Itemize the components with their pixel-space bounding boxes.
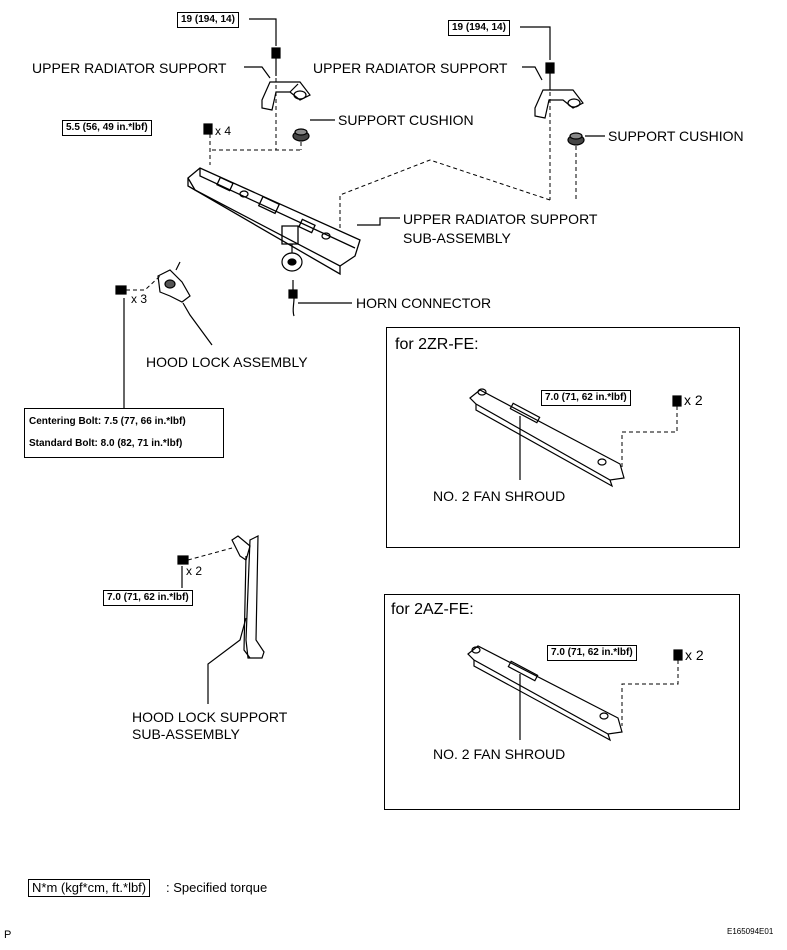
page-marker: P [4, 929, 12, 941]
legend-text: : Specified torque [166, 880, 268, 895]
torque-hood-support: 7.0 (71, 62 in.*lbf) [103, 590, 193, 606]
fan-shroud-2az [467, 645, 623, 742]
leader-top-left-torque [249, 18, 277, 46]
mult-shroud-2zr: x 2 [684, 392, 703, 408]
leader-upper-support-right [522, 66, 543, 81]
hood-lock-support [231, 535, 265, 659]
torque-bracket: 5.5 (56, 49 in.*lbf) [62, 120, 152, 136]
bolt-top-right [545, 62, 555, 90]
torque-top-left: 19 (194, 14) [177, 12, 239, 28]
torque-shroud-2zr: 7.0 (71, 62 in.*lbf) [541, 390, 631, 406]
mult-bracket: x 4 [215, 124, 232, 138]
bolt-bracket [203, 123, 213, 135]
torque-top-right: 19 (194, 14) [448, 20, 510, 36]
panel-2az-fe: for 2AZ-FE: 7.0 (71, 62 in.*lbf) x 2 NO.… [384, 594, 740, 810]
label-sub-assembly-2: SUB-ASSEMBLY [403, 230, 511, 246]
label-fan-shroud-2az: NO. 2 FAN SHROUD [433, 746, 566, 762]
panel-2zr-fe: for 2ZR-FE: 7.0 (71, 62 in.*lbf) x 2 NO.… [386, 327, 740, 548]
upper-support-bracket-left [261, 81, 311, 111]
upper-support-bracket-right [534, 89, 584, 119]
upper-radiator-support-beam [187, 167, 361, 276]
mult-hood-support: x 2 [186, 564, 203, 578]
leader-hood-lock [182, 302, 213, 346]
label-fan-shroud-2zr: NO. 2 FAN SHROUD [433, 488, 566, 504]
label-hood-lock-assembly: HOOD LOCK ASSEMBLY [146, 354, 308, 370]
label-upper-support-left: UPPER RADIATOR SUPPORT [32, 60, 227, 76]
bolt-top-left [271, 47, 281, 76]
mult-hood-lock: x 3 [131, 292, 148, 306]
label-cushion-right: SUPPORT CUSHION [608, 128, 744, 144]
bolt-hood-support [177, 555, 189, 565]
panel-2az-title: for 2AZ-FE: [391, 601, 474, 618]
centering-bolt-torque: Centering Bolt: 7.5 (77, 66 in.*lbf) [29, 416, 186, 427]
leader-sub-assembly [357, 217, 400, 226]
support-cushion-left [292, 128, 310, 142]
leader-upper-support-left [244, 66, 271, 79]
leader-top-right-torque [520, 26, 551, 60]
label-upper-support-right: UPPER RADIATOR SUPPORT [313, 60, 508, 76]
bolt-hood-lock [115, 285, 127, 295]
label-horn-connector: HORN CONNECTOR [356, 295, 492, 311]
horn-connector [288, 280, 298, 317]
torque-shroud-2az: 7.0 (71, 62 in.*lbf) [547, 645, 637, 661]
label-hood-lock-support-1: HOOD LOCK SUPPORT [132, 709, 288, 725]
figure-code: E165094E01 [727, 927, 774, 936]
mult-shroud-2az: x 2 [685, 647, 704, 663]
horn [281, 244, 303, 272]
fan-shroud-2zr [469, 388, 625, 488]
hood-lock-assembly [157, 261, 191, 303]
hood-lock-bolt-torques: Centering Bolt: 7.5 (77, 66 in.*lbf) Sta… [24, 408, 224, 458]
legend-torque-unit: N*m (kgf*cm, ft.*lbf) [28, 879, 151, 897]
label-cushion-left: SUPPORT CUSHION [338, 112, 474, 128]
standard-bolt-torque: Standard Bolt: 8.0 (82, 71 in.*lbf) [29, 438, 183, 449]
panel-2zr-title: for 2ZR-FE: [395, 336, 479, 353]
label-hood-lock-support-2: SUB-ASSEMBLY [132, 726, 240, 742]
support-cushion-right [567, 132, 585, 146]
leader-hood-support [207, 617, 247, 704]
label-sub-assembly-1: UPPER RADIATOR SUPPORT [403, 211, 598, 227]
